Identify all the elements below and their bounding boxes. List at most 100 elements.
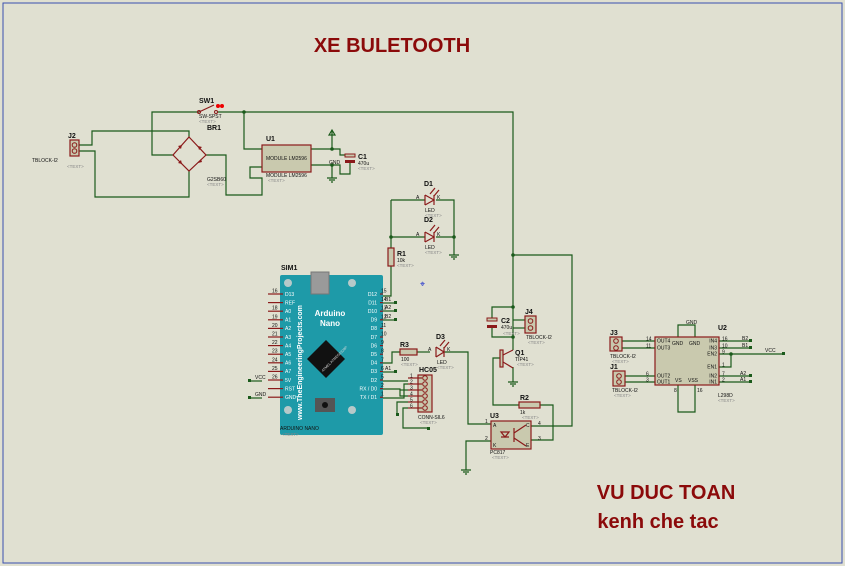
hc05-pin-num: 2 (410, 380, 413, 386)
u2-pin-num: 1 (722, 363, 725, 369)
d1-cathode: K (437, 195, 441, 201)
u2-pin-num: 8 (674, 388, 677, 394)
arduino-pin-name: A3 (285, 335, 291, 341)
u2-pin-name: OUT1 (657, 380, 671, 386)
j2-text: <TEXT> (67, 164, 84, 169)
hc05-text: <TEXT> (420, 420, 437, 425)
net-vcc-arduino: VCC (255, 375, 266, 381)
br1-value: G2SB60 (207, 177, 226, 183)
arduino-pin-num: 2 (381, 383, 384, 389)
u2-pin-name: EN1 (707, 365, 717, 371)
d1-ref: D1 (424, 181, 433, 188)
led-d1[interactable]: D1 LED <TEXT> A K (416, 181, 442, 218)
hc05-pin-num: 6 (410, 404, 413, 410)
hc05-pin-num: 1 (410, 374, 413, 380)
arduino-pin-name: D2 (371, 378, 378, 384)
origin-marker-icon: ⌖ (420, 279, 425, 289)
c1-value: 470u (358, 161, 369, 167)
d3-value: LED (437, 360, 447, 366)
arduino-pin-num: 15 (381, 289, 387, 295)
net-gnd-arduino: GND (255, 392, 267, 398)
j4-ref: J4 (525, 309, 533, 316)
arduino-pin-name: A0 (285, 309, 291, 315)
r1-ref: R1 (397, 251, 406, 258)
r2-ref: R2 (520, 395, 529, 402)
schematic-title: XE BULETOOTH (314, 35, 470, 57)
arduino-pin-name: D12 (368, 292, 377, 298)
arduino-pin-num: 6 (381, 366, 384, 372)
u2-pin-num: 6 (646, 372, 649, 378)
net-b2-u2: B2 (742, 336, 748, 342)
arduino-pin-name: 5V (285, 378, 292, 384)
transistor-q1[interactable]: Q1 TIP41 <TEXT> (499, 349, 534, 369)
arduino-pin-name: A5 (285, 352, 291, 358)
u2-pin-num: 10 (722, 344, 728, 350)
arduino-pin-num: 5 (381, 375, 384, 381)
arduino-pin-num: 7 (381, 357, 384, 363)
arduino-pin-name: A1 (285, 318, 291, 324)
led-d3[interactable]: D3 LED <TEXT> A K (428, 334, 454, 370)
arduino-pin-num: 13 (381, 306, 387, 312)
sim1-value: ARDUINO NANO (280, 426, 319, 432)
net-vcc-u2: VCC (765, 348, 776, 354)
capacitor-c1[interactable]: C1 470u <TEXT> (344, 153, 375, 171)
arduino-pin-name: D10 (368, 309, 377, 315)
led-d2[interactable]: D2 LED <TEXT> A K (416, 217, 442, 255)
arduino-pin-name: REF (285, 300, 295, 306)
r1-text: <TEXT> (397, 263, 414, 268)
u2-pin-name: IN3 (709, 346, 717, 352)
j4-text: <TEXT> (528, 340, 545, 345)
net-a1-u2: A1 (740, 377, 746, 383)
arduino-pin-num: 21 (272, 332, 278, 338)
net-b1-u2: B1 (742, 343, 748, 349)
u3-value: PC817 (490, 450, 506, 456)
switch-sw1[interactable]: SW1 SW-SPST <TEXT> (197, 98, 225, 124)
d1-text: <TEXT> (425, 213, 442, 218)
terminal-block-j1[interactable]: J1 TBLOCK-I2 <TEXT> (610, 364, 638, 398)
u2-pin-name: OUT2 (657, 374, 671, 380)
u3-pin-2: 2 (485, 436, 488, 442)
arduino-pin-num: 12 (381, 314, 387, 320)
u3-pin-k: K (493, 443, 497, 449)
terminal-block-j2[interactable]: J2 TBLOCK-I2 <TEXT> (32, 133, 84, 169)
sim1-ref: SIM1 (281, 265, 297, 272)
u2-pin-num: 14 (646, 337, 652, 343)
u2-pin-num: 7 (722, 372, 725, 378)
capacitor-c2[interactable]: C2 470u <TEXT> (486, 317, 520, 336)
optocoupler-u3[interactable]: U3 PC817 <TEXT> A K C E 1 2 3 4 (485, 413, 541, 460)
resistor-r2[interactable]: R2 1k <TEXT> (518, 395, 541, 420)
arduino-pin-name: D3 (371, 369, 378, 375)
u2-pin-num: 16 (722, 337, 728, 343)
ground-symbols (327, 128, 518, 475)
terminal-block-j3[interactable]: J3 TBLOCK-I2 <TEXT> (609, 330, 636, 364)
bridge-rectifier-br1[interactable]: BR1 G2SB60 <TEXT> (172, 125, 226, 187)
module-lm2596-u1[interactable]: U1 MODULE LM2596 MODULE LM2596 <TEXT> (261, 136, 312, 183)
hc05-pin-socket (422, 381, 428, 387)
arduino-pin-num: 16 (272, 289, 278, 295)
arduino-pin-num: 24 (272, 357, 278, 363)
r3-text: <TEXT> (401, 362, 418, 367)
d1-anode: A (416, 195, 420, 201)
r3-value: 100 (401, 357, 410, 363)
terminal-block-j4[interactable]: J4 TBLOCK-I2 <TEXT> (524, 309, 552, 345)
net-b1: B1 (385, 297, 391, 303)
arduino-nano-sim1[interactable]: SIM1 Arduino Nano www.TheEngineeringProj… (268, 265, 387, 437)
resistor-r3[interactable]: R3 100 <TEXT> (399, 342, 418, 367)
resistor-r1[interactable]: R1 10k <TEXT> (387, 247, 414, 268)
u2-pin-num: 3 (646, 378, 649, 384)
hc05-pin-socket (422, 393, 428, 399)
net-a1: A1 (385, 366, 391, 372)
hc05-pin-num: 4 (410, 392, 413, 398)
hc05-pin-num: 5 (410, 398, 413, 404)
hc05-pin-socket (422, 399, 428, 405)
arduino-pin-name: D8 (371, 326, 378, 332)
sw1-ref: SW1 (199, 98, 214, 105)
j4-value: TBLOCK-I2 (526, 335, 552, 341)
q1-value: TIP41 (515, 357, 529, 363)
d2-ref: D2 (424, 217, 433, 224)
d3-text: <TEXT> (437, 365, 454, 370)
u2-pin-num: 2 (722, 378, 725, 384)
